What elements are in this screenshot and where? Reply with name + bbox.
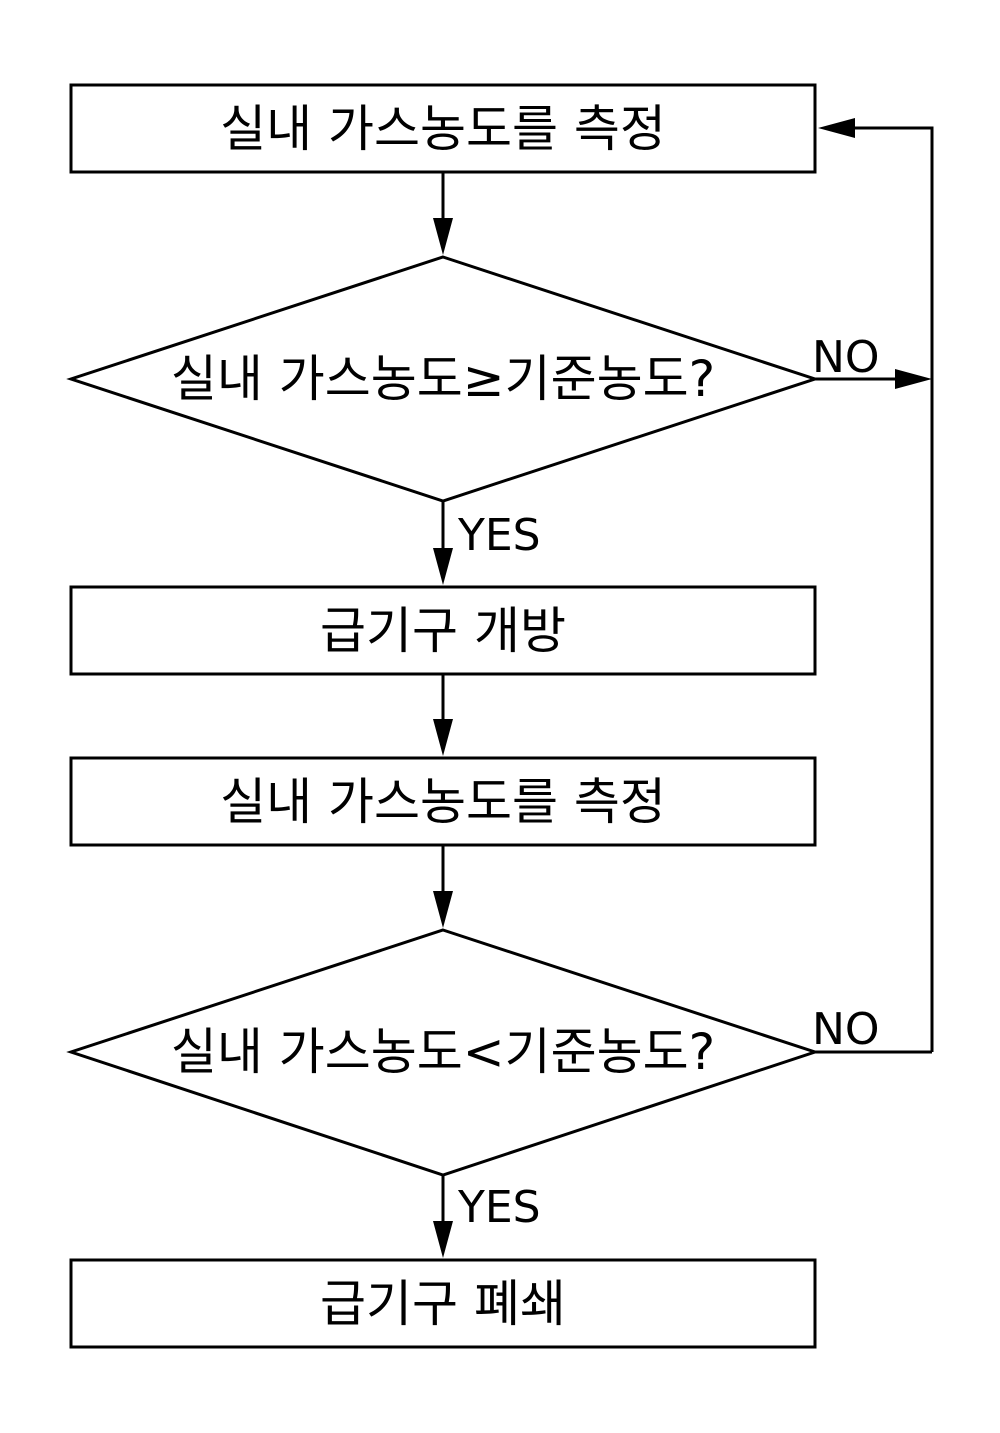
decision-diamond-1: 실내 가스농도≥기준농도? [71,257,815,501]
process-box-measure-1: 실내 가스농도를 측정 [71,85,815,172]
process-label-open-vent: 급기구 개방 [320,602,566,660]
decision-label-2: 실내 가스농도<기준농도? [171,1023,715,1081]
arrow-measure-1-to-decision-1 [433,172,453,255]
edge-label-decision-2-no: NO [812,1004,880,1055]
process-label-measure-2: 실내 가스농도를 측정 [220,773,666,831]
edge-label-decision-1-no: NO [812,332,880,383]
edge-label-decision-1-yes: YES [457,510,541,561]
process-label-measure-1: 실내 가스농도를 측정 [220,100,666,158]
process-box-open-vent: 급기구 개방 [71,587,815,674]
process-box-close-vent: 급기구 폐쇄 [71,1260,815,1347]
arrow-decision-1-yes: YES [433,501,541,585]
arrow-open-vent-to-measure-2 [433,674,453,756]
edge-label-decision-2-yes: YES [457,1182,541,1233]
decision-diamond-2: 실내 가스농도<기준농도? [71,930,815,1175]
arrow-decision-2-yes: YES [433,1175,541,1258]
process-label-close-vent: 급기구 폐쇄 [320,1275,566,1333]
arrow-decision-1-no: NO [812,332,932,389]
arrow-decision-2-no: NO [812,1004,932,1055]
decision-label-1: 실내 가스농도≥기준농도? [171,350,715,408]
return-loop-to-measure-1 [818,118,932,1052]
arrow-measure-2-to-decision-2 [433,845,453,928]
process-box-measure-2: 실내 가스농도를 측정 [71,758,815,845]
